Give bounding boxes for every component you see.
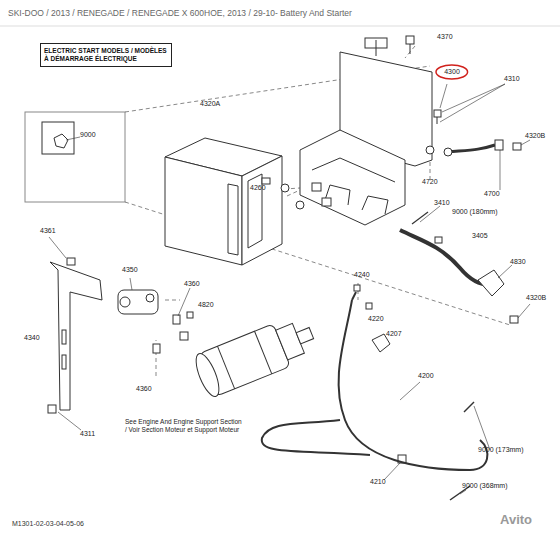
callout-number: 4820 [198,301,214,309]
callout-number: 4340 [24,334,40,342]
callout-number: 4207 [386,330,402,338]
model-note-box: ELECTRIC START MODELS / MODÈLES À DÉMARR… [40,43,172,67]
callout-number: 3405 [472,232,488,240]
callout-number: 4320B [525,132,545,140]
callout-number: 4311 [80,430,95,438]
callout-number: 4360 [136,385,152,393]
callout-number: 4360 [184,280,200,288]
callout-number: 4200 [418,372,434,380]
callout-number: 4700 [484,190,500,198]
cross-reference-note: See Engine And Engine Support Section / … [125,418,245,434]
callout-number: 4320B [526,294,546,302]
callout-number: 9000 (180mm) [452,208,498,216]
callout-number: 4210 [370,478,386,486]
note-text: ELECTRIC START MODELS / MODÈLES À DÉMARR… [44,47,168,63]
callout-number: 9000 [80,131,96,139]
callout-number: 4830 [510,258,526,266]
callout-number: 4370 [437,33,453,41]
callout-number: 4310 [504,75,520,83]
callout-number: 4240 [354,271,370,279]
watermark: Avito [500,516,532,524]
callout-number: 4350 [122,266,138,274]
callout-number: 4220 [368,315,384,323]
highlight-circle: 4300 [435,64,469,80]
callout-number: 4720 [422,178,438,186]
callout-number: 4320A [200,100,220,108]
callout-number: 3410 [434,199,450,207]
callout-number: 4300 [444,68,460,76]
callout-number: 4361 [40,227,56,235]
callout-number: 9000 (368mm) [462,482,508,490]
breadcrumb-title: SKI-DOO / 2013 / RENEGADE / RENEGADE X 6… [8,8,352,18]
callout-number: 4260 [250,184,266,192]
callout-number: 9000 (173mm) [478,446,524,454]
drawing-code: M1301-02-03-04-05-06 [12,520,84,528]
